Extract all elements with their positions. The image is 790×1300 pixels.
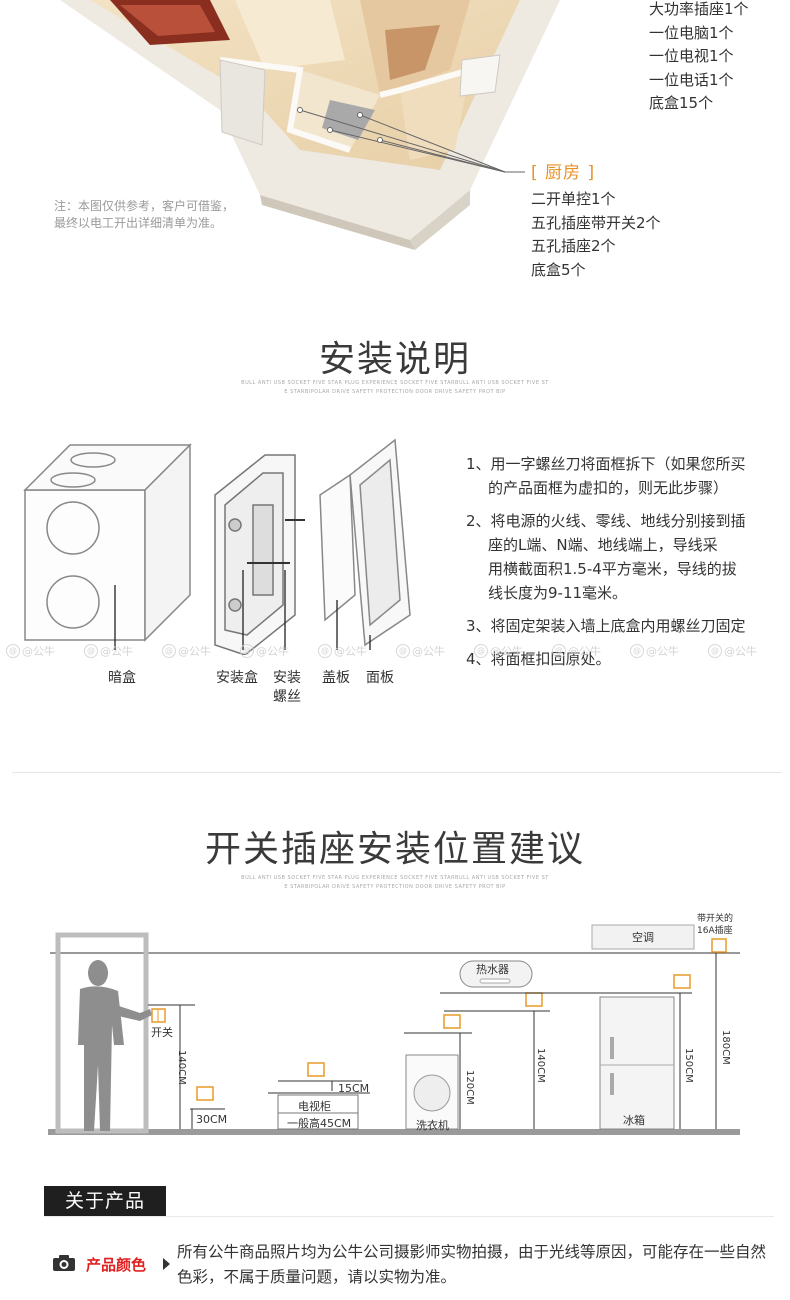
label-150cm: 150CM [683,1048,694,1083]
label-ac-socket-2: 16A插座 [697,926,733,936]
watermark: @@公牛 [708,641,780,661]
install-title: 安装说明 [318,339,471,380]
camera-icon [53,1255,75,1271]
about-product-title: 关于产品 [44,1186,166,1217]
cover-plate-drawing [319,473,356,622]
bull-logo-icon: @ [552,644,566,658]
watermark: @@公牛 [162,641,234,661]
label-140cm-mid: 140CM [535,1048,546,1083]
watermark: @@公牛 [318,641,390,661]
position-diagram [48,924,740,1135]
bull-logo-icon: @ [474,644,488,658]
fridge-drawing [599,996,675,1130]
bull-logo-icon: @ [318,644,332,658]
watermark: @@公牛 [84,641,156,661]
socket-icon [711,938,727,953]
concealed-box-drawing [23,443,192,642]
install-step: 2、将电源的火线、零线、地线分别接到插 座的L端、N端、地线端上，导线采 用横截… [466,512,746,602]
room-socket-list: 大功率插座1个 一位电脑1个 一位电视1个 一位电话1个 底盒15个 [649,0,749,116]
label-120cm: 120CM [464,1070,475,1105]
install-step: 3、将固定架装入墙上底盒内用螺丝刀固定 [466,617,746,635]
part-label-screw: 安装 螺丝 [273,670,301,705]
watermark: @@公牛 [6,641,78,661]
list-item: 一位电脑1个 [649,23,734,42]
person-silhouette [78,960,152,1131]
bull-logo-icon: @ [708,644,722,658]
bull-logo-icon: @ [162,644,176,658]
label-180cm: 180CM [720,1030,731,1065]
floorplan-image [60,0,560,250]
label-140cm-left: 140CM [176,1050,187,1085]
list-item: 底盒5个 [531,260,586,279]
socket-icon [525,992,543,1007]
list-item: 一位电视1个 [649,47,734,65]
socket-icon [673,974,691,989]
list-item: 二开单控1个 [531,190,616,208]
install-subtitle-2: E STARBIPOLAR DRIVE SAFETY PROTECTION DO… [284,389,506,395]
list-item: 一位电话1个 [649,70,734,89]
ac-drawing [591,924,695,950]
face-panel-drawing [349,438,411,647]
socket-icon [196,1086,214,1101]
install-subtitle-1: BULL ANTI USB SOCKET FIVE STAR PLUG EXPE… [241,380,549,386]
part-label-concealed-box: 暗盒 [108,670,136,686]
water-heater-drawing [459,960,533,988]
install-step: 1、用一字螺丝刀将面框拆下（如果您所买 的产品面框为虚扣的，则无此步骤） [466,455,746,497]
watermark: @@公牛 [474,641,546,661]
product-color-description: 所有公牛商品照片均为公牛公司摄影师实物拍摄，由于光线等原因，可能存在一些自然色彩… [177,1243,767,1286]
bull-logo-icon: @ [396,644,410,658]
kitchen-title: [ 厨房 ] [531,163,596,183]
list-item: 大功率插座1个 [649,0,749,18]
bull-logo-icon: @ [6,644,20,658]
product-color-label: 产品颜色 [86,1256,147,1274]
section-divider [12,772,782,773]
watermark: @@公牛 [552,641,624,661]
install-steps: 1、用一字螺丝刀将面框拆下（如果您所买 的产品面框为虚扣的，则无此步骤） 2、将… [466,452,776,680]
label-ac-socket-1: 带开关的 [697,914,734,924]
watermark-strip: @@公牛 @@公牛 @@公牛 @@公牛 @@公牛 @@公牛 @@公牛 @@公牛 … [0,641,790,661]
position-subtitle-1: BULL ANTI USB SOCKET FIVE STAR PLUG EXPE… [241,875,549,881]
floor-line [48,1129,740,1135]
note-line-1: 注：本图仅供参考，客户可借鉴， [54,199,235,213]
watermark: @@公牛 [396,641,468,661]
list-item: 五孔插座2个 [531,237,616,255]
socket-icon [307,1062,325,1077]
part-label-cover: 盖板 [322,670,350,686]
kitchen-list: 二开单控1个 五孔插座带开关2个 五孔插座2个 底盒5个 [531,188,661,282]
bull-logo-icon: @ [84,644,98,658]
screw-drawing [247,519,305,564]
label-tv-height: 一般高45CM [287,1117,352,1130]
list-item: 底盒15个 [649,94,714,112]
list-item: 五孔插座带开关2个 [531,213,661,232]
mounting-box-drawing [214,454,296,655]
label-water-heater: 热水器 [476,963,509,976]
floorplan-note: 注：本图仅供参考，客户可借鉴， 最终以电工开出详细清单为准。 [54,198,234,232]
position-title: 开关插座安装位置建议 [204,829,585,870]
watermark: @@公牛 [630,641,702,661]
bull-logo-icon: @ [630,644,644,658]
arrow-right-icon [163,1258,170,1270]
position-subtitle-2: E STARBIPOLAR DRIVE SAFETY PROTECTION DO… [284,884,506,890]
label-washer: 洗衣机 [416,1119,449,1132]
label-30cm: 30CM [196,1113,228,1126]
socket-icon [443,1014,461,1029]
note-line-2: 最终以电工开出详细清单为准。 [54,216,223,230]
install-parts-illustration [23,438,411,655]
label-ac: 空调 [632,931,654,944]
bull-logo-icon: @ [240,644,254,658]
part-label-mounting-box: 安装盒 [216,670,258,686]
floorplan-illustration [0,0,640,250]
label-switch: 开关 [151,1026,173,1039]
part-label-panel: 面板 [366,670,394,686]
watermark: @@公牛 [240,641,312,661]
label-fridge: 冰箱 [623,1114,645,1127]
about-divider [44,1216,774,1217]
label-15cm: 15CM [338,1082,370,1095]
label-tv-cabinet: 电视柜 [298,1100,331,1113]
